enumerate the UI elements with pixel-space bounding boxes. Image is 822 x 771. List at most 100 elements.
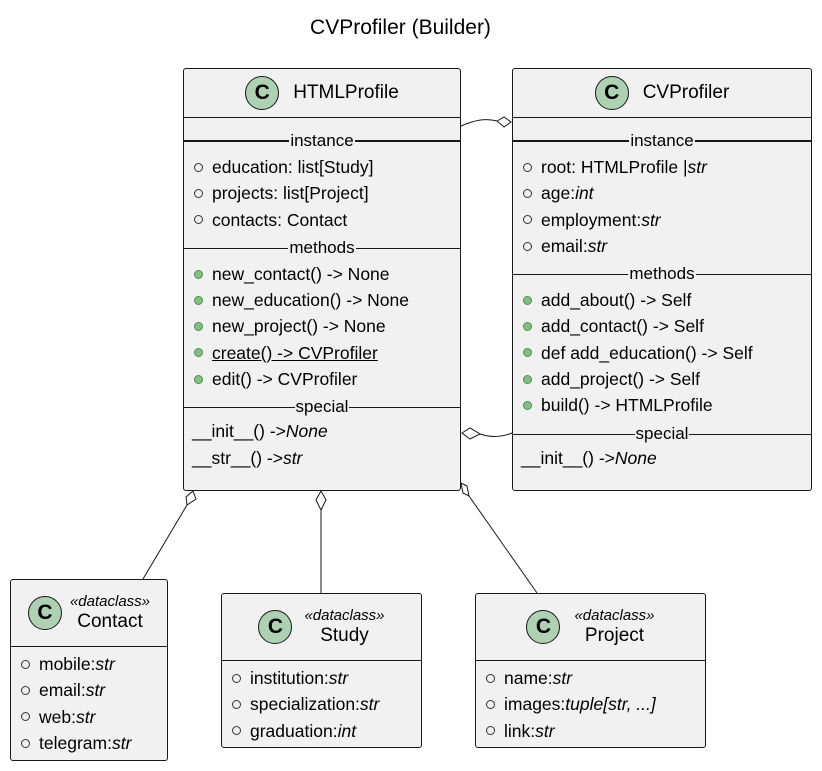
aggregation-diamond-cvprofiler bbox=[496, 116, 512, 128]
field-row: link: str bbox=[476, 718, 705, 744]
stereotype-label: «dataclass» bbox=[304, 606, 385, 624]
field-row: contacts: Contact bbox=[184, 207, 460, 233]
public-method-icon bbox=[194, 322, 203, 332]
section-methods: methods bbox=[184, 236, 460, 259]
field-row: projects: list[Project] bbox=[184, 180, 460, 206]
public-field-icon bbox=[21, 659, 30, 669]
section-instance: instance bbox=[513, 130, 811, 152]
methods: add_about() -> Self add_contact() -> Sel… bbox=[513, 285, 811, 422]
class-htmlprofile: C HTMLProfile instance education: list[S… bbox=[183, 68, 461, 491]
section-special: special bbox=[184, 396, 460, 419]
field-row: email: str bbox=[11, 677, 167, 703]
class-header: C «dataclass» Study bbox=[222, 594, 421, 661]
class-header: C «dataclass» Project bbox=[476, 594, 705, 661]
field-row: institution: str bbox=[222, 665, 421, 691]
class-badge-icon: C bbox=[594, 76, 629, 110]
field-row: employment: str bbox=[513, 207, 811, 233]
class-name: Contact bbox=[77, 610, 143, 632]
class-name: Study bbox=[320, 624, 369, 646]
class-header: C «dataclass» Contact bbox=[11, 580, 167, 647]
field-row: root: HTMLProfile | str bbox=[513, 154, 811, 180]
public-field-icon bbox=[486, 673, 495, 683]
public-method-icon bbox=[194, 374, 203, 384]
class-study: C «dataclass» Study institution: str spe… bbox=[221, 593, 422, 748]
field-row: graduation: int bbox=[222, 718, 421, 744]
class-header: C HTMLProfile bbox=[184, 69, 460, 118]
section-special: special bbox=[513, 422, 811, 445]
public-field-icon bbox=[232, 726, 241, 736]
public-method-icon bbox=[194, 295, 203, 305]
section-instance: instance bbox=[184, 130, 460, 152]
class-name: HTMLProfile bbox=[293, 82, 399, 103]
public-field-icon bbox=[194, 188, 203, 198]
aggregation-diamond-project bbox=[460, 482, 470, 497]
class-header: C CVProfiler bbox=[513, 69, 811, 118]
public-method-icon bbox=[523, 295, 532, 305]
aggregation-diamond-study bbox=[315, 489, 327, 512]
class-name: Project bbox=[584, 624, 645, 646]
method-row: new_contact() -> None bbox=[184, 261, 460, 287]
public-field-icon bbox=[21, 738, 30, 748]
method-row: def add_education() -> Self bbox=[513, 340, 811, 366]
field-row: email: str bbox=[513, 233, 811, 259]
public-field-icon bbox=[523, 162, 532, 172]
stereotype-label: «dataclass» bbox=[69, 592, 151, 610]
fields: education: list[Study] projects: list[Pr… bbox=[184, 152, 460, 237]
public-field-icon bbox=[21, 712, 30, 722]
class-badge-icon: C bbox=[526, 610, 561, 644]
class-badge-icon: C bbox=[27, 596, 62, 630]
field-row: education: list[Study] bbox=[184, 154, 460, 180]
special-method-row: __str__() -> str bbox=[192, 447, 303, 468]
fields: name: str images: tuple[str, ...] link: … bbox=[476, 661, 705, 748]
link-htmlprofile-project bbox=[468, 495, 538, 594]
special-methods: __init__() -> None bbox=[513, 445, 811, 475]
method-row: new_project() -> None bbox=[184, 313, 460, 339]
public-field-icon bbox=[523, 215, 532, 225]
link-cvprofiler-htmlprofile-bottom bbox=[479, 432, 513, 437]
stereotype-label: «dataclass» bbox=[574, 606, 655, 624]
public-field-icon bbox=[232, 699, 241, 709]
special-methods: __init__() -> None __str__() -> str bbox=[184, 418, 460, 475]
public-method-icon bbox=[194, 348, 203, 358]
public-field-icon bbox=[486, 699, 495, 709]
public-method-icon bbox=[523, 374, 532, 384]
link-htmlprofile-cvprofiler-top bbox=[460, 119, 498, 127]
class-badge-icon: C bbox=[245, 76, 280, 110]
public-field-icon bbox=[194, 215, 203, 225]
aggregation-diamond-contact bbox=[185, 490, 197, 506]
class-contact: C «dataclass» Contact mobile: str email:… bbox=[10, 579, 168, 761]
public-method-icon bbox=[523, 322, 532, 332]
section-methods: methods bbox=[513, 263, 811, 286]
public-field-icon bbox=[194, 162, 203, 172]
class-cvprofiler: C CVProfiler instance root: HTMLProfile … bbox=[512, 68, 812, 491]
static-method-row: create() -> CVProfiler bbox=[184, 340, 460, 366]
public-method-icon bbox=[523, 348, 532, 358]
methods: new_contact() -> None new_education() ->… bbox=[184, 259, 460, 396]
diagram-title: CVProfiler (Builder) bbox=[310, 16, 491, 39]
public-field-icon bbox=[21, 685, 30, 695]
field-row: images: tuple[str, ...] bbox=[476, 691, 705, 717]
field-row: name: str bbox=[476, 665, 705, 691]
fields: root: HTMLProfile | str age: int employm… bbox=[513, 152, 811, 263]
field-row: telegram: str bbox=[11, 730, 167, 756]
class-project: C «dataclass» Project name: str images: … bbox=[475, 593, 706, 748]
special-method-row: __init__() -> None bbox=[521, 447, 657, 468]
fields: institution: str specialization: str gra… bbox=[222, 661, 421, 748]
special-method-row: __init__() -> None bbox=[192, 421, 328, 442]
method-row: edit() -> CVProfiler bbox=[184, 366, 460, 392]
public-method-icon bbox=[194, 269, 203, 279]
aggregation-diamond-htmlprofile-right bbox=[461, 427, 482, 440]
method-row: add_contact() -> Self bbox=[513, 313, 811, 339]
field-row: web: str bbox=[11, 704, 167, 730]
public-field-icon bbox=[523, 241, 532, 251]
public-method-icon bbox=[523, 401, 532, 411]
field-row: age: int bbox=[513, 180, 811, 206]
field-row: mobile: str bbox=[11, 651, 167, 677]
link-htmlprofile-contact bbox=[142, 504, 188, 580]
method-row: build() -> HTMLProfile bbox=[513, 392, 811, 418]
public-field-icon bbox=[523, 188, 532, 198]
class-badge-icon: C bbox=[258, 610, 293, 644]
method-row: add_project() -> Self bbox=[513, 366, 811, 392]
fields: mobile: str email: str web: str telegram… bbox=[11, 647, 167, 760]
